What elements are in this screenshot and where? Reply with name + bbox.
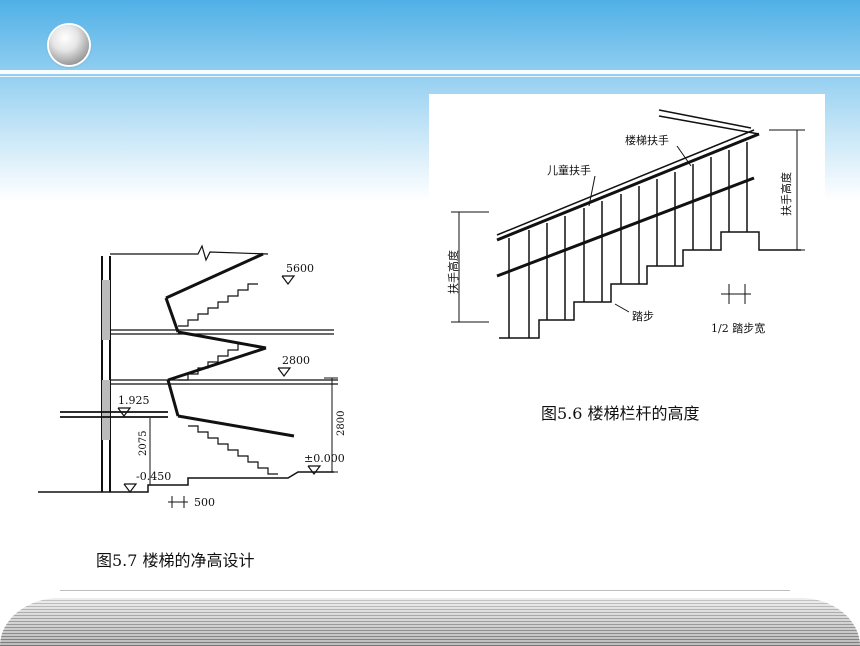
- header-line: [0, 70, 860, 74]
- dim-middle: 2800: [282, 354, 310, 367]
- footer-rule: [60, 590, 790, 591]
- main-handrail: [496, 132, 760, 242]
- label-handrail-height-left: 扶手高度: [446, 250, 460, 294]
- label-tread: 踏步: [632, 309, 654, 323]
- stair-profile: [499, 231, 801, 339]
- handrail-height-drawing: 楼梯扶手 儿童扶手 扶手高度 扶手高度 踏步 1/2 踏步宽: [446, 109, 805, 339]
- label-handrail: 楼梯扶手: [625, 133, 669, 147]
- label-handrail-height-right: 扶手高度: [779, 172, 793, 216]
- dim-landing: 1.925: [118, 394, 150, 407]
- caption-fig-5-7: 图5.7 楼梯的净高设计: [96, 551, 255, 570]
- header-line-secondary: [0, 76, 860, 77]
- child-handrail: [496, 176, 755, 278]
- dim-floor: ±0.000: [304, 452, 345, 465]
- figure-stair-clearance: 5600 2800 2800 ±0.000 1.925 2075 -0.450 …: [38, 240, 368, 515]
- dim-bottom: 500: [194, 496, 215, 509]
- sphere-icon: [49, 25, 89, 65]
- label-child-handrail: 儿童扶手: [547, 163, 591, 177]
- stair-clearance-drawing: 5600 2800 2800 ±0.000 1.925 2075 -0.450 …: [38, 244, 347, 509]
- figure-handrail-height: 楼梯扶手 儿童扶手 扶手高度 扶手高度 踏步 1/2 踏步宽: [429, 94, 825, 344]
- footer-shade: [0, 598, 860, 646]
- dim-right-vertical: 2800: [336, 411, 347, 436]
- caption-fig-5-6: 图5.6 楼梯栏杆的高度: [541, 404, 700, 423]
- dim-ground: -0.450: [136, 470, 171, 483]
- label-half-tread: 1/2 踏步宽: [711, 321, 765, 335]
- dim-top: 5600: [286, 262, 314, 275]
- dim-clearance: 2075: [138, 431, 149, 456]
